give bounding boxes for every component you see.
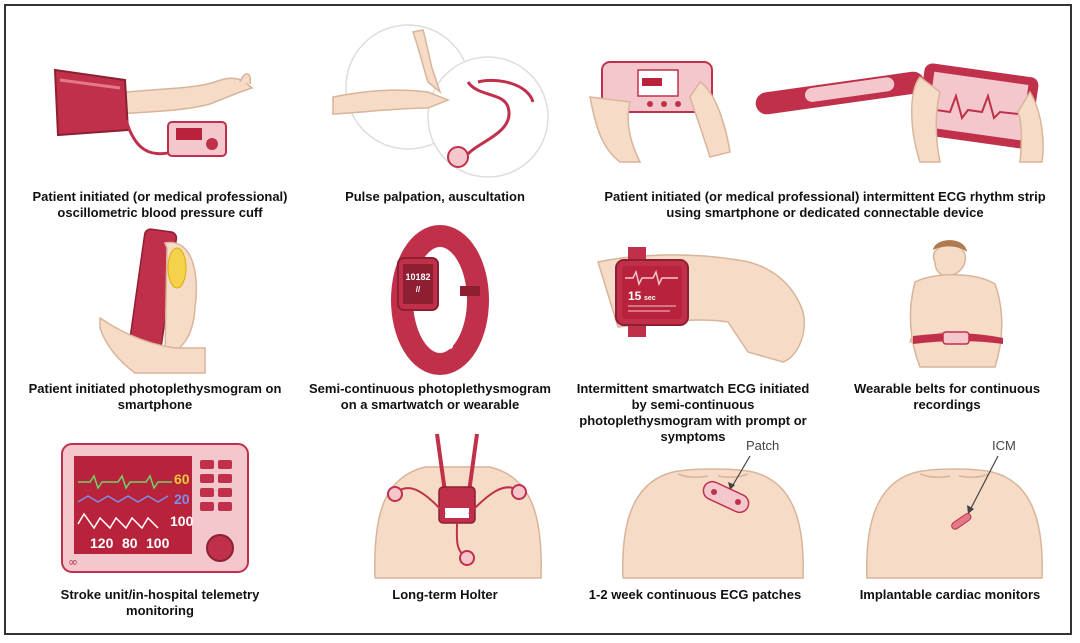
caption-smartwatch-ecg: Intermittent smartwatch ECG initiated by… [576, 381, 810, 444]
caption-holter: Long-term Holter [392, 587, 498, 602]
monitor-hr: 60 [174, 471, 190, 487]
ppg-phone-illustration [99, 228, 206, 374]
caption-bp-cuff: Patient initiated (or medical profession… [32, 189, 288, 220]
monitor-logo: ∞ [68, 555, 78, 569]
patch-illustration: Patch [622, 438, 804, 579]
ecg-strip-illustration [589, 61, 1044, 163]
caption-ecg-strip: Patient initiated (or medical profession… [604, 189, 1046, 220]
telemetry-illustration: 60 20 100 120 80 100 ∞ [61, 443, 249, 573]
caption-ppg-phone: Patient initiated photoplethysmogram on … [28, 381, 282, 412]
watch-steps-sub: // [416, 285, 421, 294]
smartwatch-ecg-illustration: 15 sec [597, 247, 805, 363]
caption-belts: Wearable belts for continuous recordings [853, 381, 1041, 412]
caption-ppg-watch: Semi-continuous photoplethysmogram on a … [309, 381, 551, 412]
caption-patches: 1-2 week continuous ECG patches [588, 587, 802, 602]
holter-illustration [374, 433, 542, 579]
caption-icm: Implantable cardiac monitors [859, 587, 1041, 602]
ppg-watch-illustration: 10182 // [391, 225, 489, 375]
monitor-row-1: 120 [90, 535, 114, 551]
watch-steps: 10182 [405, 272, 430, 282]
monitor-bp: 100 [170, 513, 194, 529]
caption-telemetry: Stroke unit/in-hospital telemetry monito… [60, 587, 260, 618]
smartwatch-time-unit: sec [644, 295, 656, 302]
caption-pulse: Pulse palpation, auscultation [345, 189, 525, 204]
smartwatch-time: 15 [628, 289, 642, 303]
monitor-keypad [200, 460, 232, 511]
patch-label: Patch [746, 438, 779, 453]
monitor-row-2: 80 [122, 535, 138, 551]
belts-illustration [909, 240, 1003, 368]
monitor-spo2: 20 [174, 491, 190, 507]
pulse-illustration [332, 24, 549, 178]
icm-illustration: ICM [866, 438, 1043, 579]
monitor-row-3: 100 [146, 535, 170, 551]
icm-label: ICM [992, 438, 1016, 453]
bp-cuff-illustration [53, 68, 254, 157]
